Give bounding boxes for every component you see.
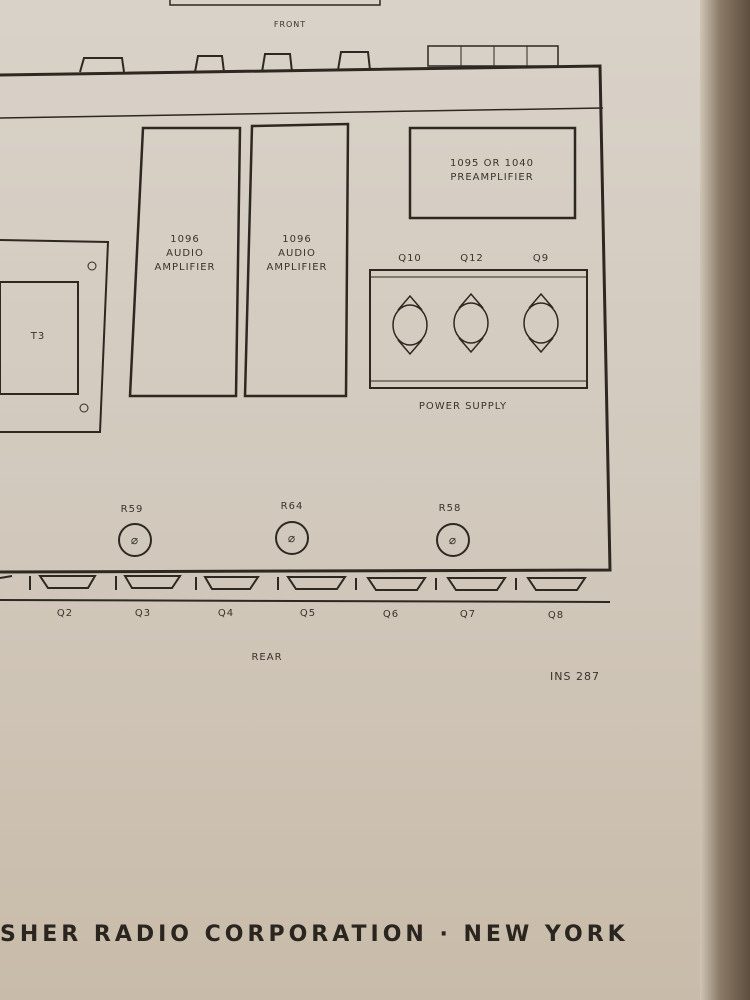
q10-label: Q10 (398, 253, 422, 264)
audio-amplifier-2-label: 1096 AUDIO AMPLIFIER (266, 234, 328, 273)
r64-label: R64 (280, 501, 304, 512)
q7-label: Q7 (459, 609, 477, 620)
q2-label: Q2 (56, 608, 74, 619)
preamplifier-label: 1095 OR 1040 PREAMPLIFIER (449, 158, 535, 183)
audio-amplifier-1-label: 1096 AUDIO AMPLIFIER (154, 234, 216, 273)
q5-label: Q5 (299, 608, 317, 619)
r64-pot-symbol: ⌀ (287, 531, 297, 545)
r58-pot-symbol: ⌀ (448, 533, 458, 547)
footer-corporation-name: SHER RADIO CORPORATION · NEW YORK (0, 922, 629, 947)
r59-label: R59 (120, 504, 144, 515)
q9-label: Q9 (532, 253, 550, 264)
q8-label: Q8 (547, 610, 565, 621)
rear-label: REAR (251, 652, 283, 663)
document-page (0, 0, 725, 1000)
q3-label: Q3 (134, 608, 152, 619)
q4-label: Q4 (217, 608, 235, 619)
ins-number: INS 287 (550, 670, 600, 683)
r59-pot-symbol: ⌀ (130, 533, 140, 547)
t3-label: T3 (30, 331, 46, 342)
q6-label: Q6 (382, 609, 400, 620)
front-label: FRONT (273, 20, 307, 29)
r58-label: R58 (438, 503, 462, 514)
page-edge-background (700, 0, 750, 1000)
power-supply-label: POWER SUPPLY (418, 401, 508, 412)
q12-label: Q12 (460, 253, 484, 264)
